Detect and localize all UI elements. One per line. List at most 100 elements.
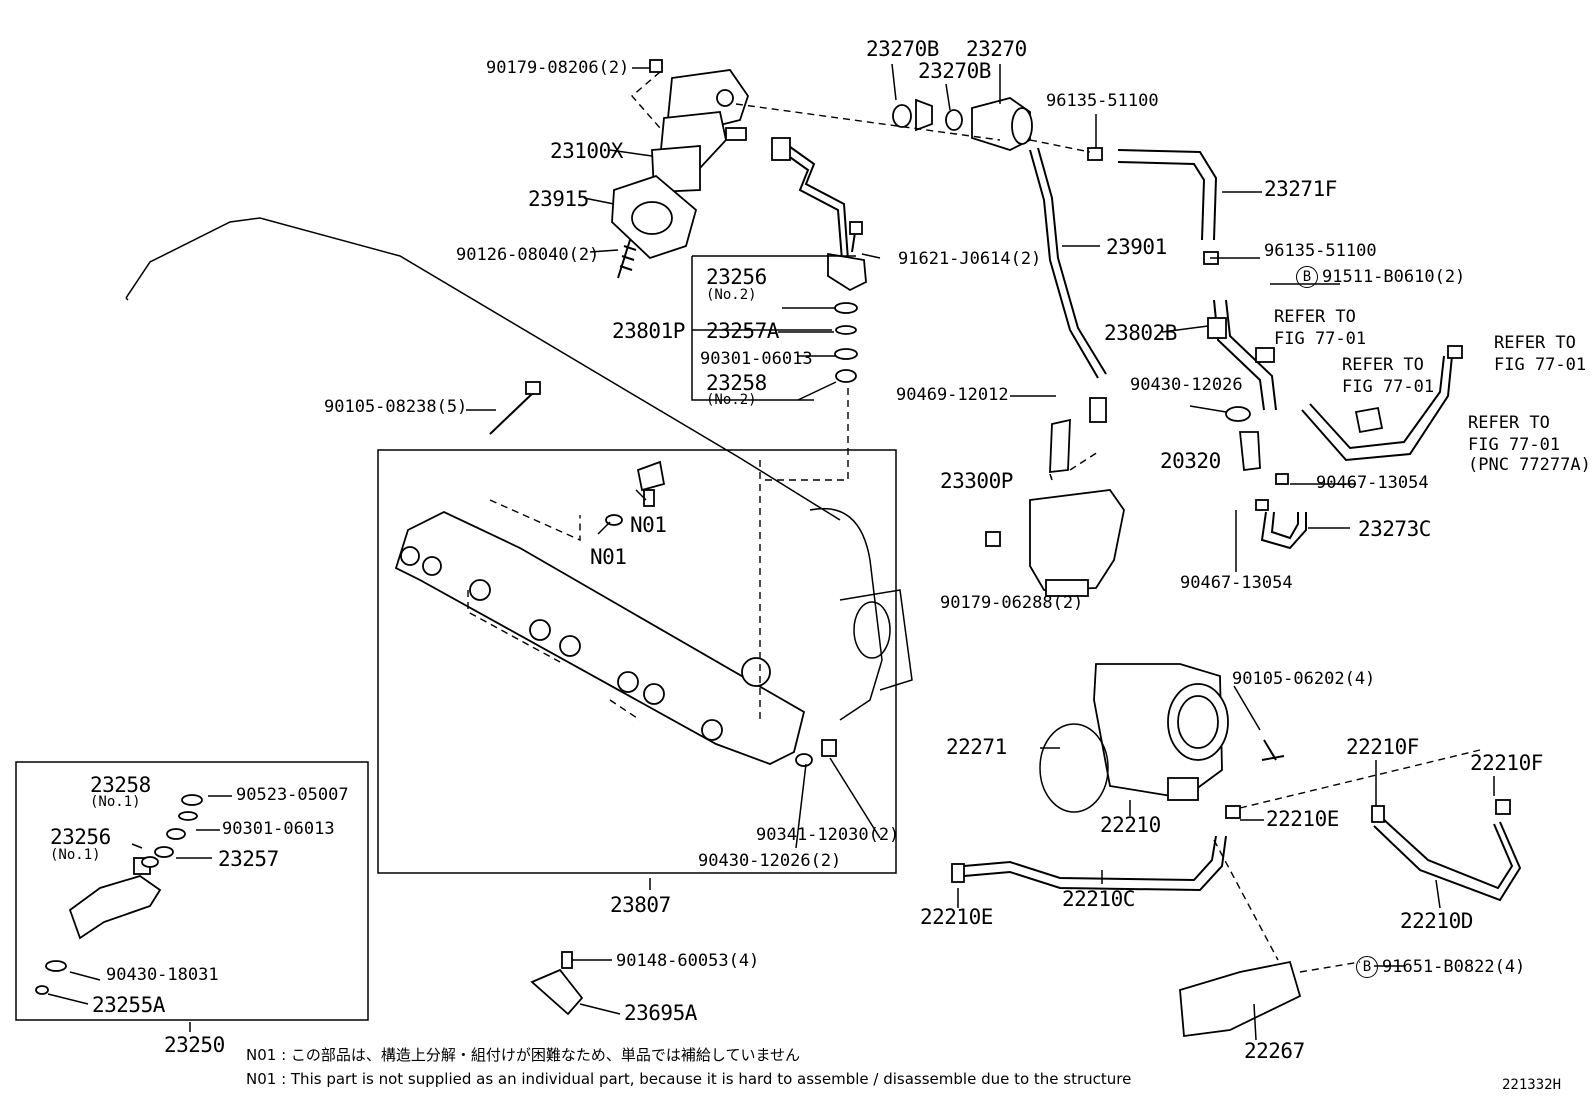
label-23801p: 23801P bbox=[612, 319, 685, 343]
hose-23273c bbox=[1260, 511, 1307, 550]
hose-22210d bbox=[1373, 821, 1522, 902]
label-23270b-a: 23270B bbox=[866, 37, 939, 61]
injector-kit-group-box bbox=[15, 761, 369, 1021]
label-90430-18031: 90430-18031 bbox=[106, 965, 219, 985]
label-22267: 22267 bbox=[1244, 1039, 1305, 1063]
label-90179-06288: 90179-06288(2) bbox=[940, 593, 1084, 613]
canister-23300p bbox=[985, 418, 1125, 597]
refer-4-line1: REFER TO bbox=[1468, 413, 1550, 433]
label-90105-08238: 90105-08238(5) bbox=[324, 397, 468, 417]
gasket-22271 bbox=[1039, 723, 1109, 813]
label-90430-12026: 90430-12026 bbox=[1130, 375, 1243, 395]
label-90523-05007: 90523-05007 bbox=[236, 785, 349, 805]
label-90179-08206: 90179-08206(2) bbox=[486, 58, 630, 78]
label-23256-no2: 23256 bbox=[706, 265, 767, 289]
label-91621-j0614: 91621-J0614(2) bbox=[898, 249, 1042, 269]
vsv-20320 bbox=[1239, 431, 1261, 472]
fuel-rail-group-box bbox=[377, 449, 897, 874]
label-22271: 22271 bbox=[946, 735, 1007, 759]
label-23915: 23915 bbox=[528, 187, 589, 211]
label-23807: 23807 bbox=[610, 893, 671, 917]
label-23270: 23270 bbox=[966, 37, 1027, 61]
fuel-pump-23100x bbox=[651, 69, 749, 193]
label-90467-13054-a: 90467-13054 bbox=[1316, 473, 1429, 493]
refer-2-line2: FIG 77-01 bbox=[1494, 355, 1587, 375]
label-90430-12026-2: 90430-12026(2) bbox=[698, 851, 842, 871]
refer-4-line3: (PNC 77277A) bbox=[1468, 455, 1591, 475]
label-23695a: 23695A bbox=[624, 1001, 697, 1025]
refer-1-line2: FIG 77-01 bbox=[1274, 329, 1367, 349]
pressure-regulator-23270 bbox=[892, 97, 1033, 151]
label-23258-no1: 23258 bbox=[90, 773, 151, 797]
label-90469-12012: 90469-12012 bbox=[896, 385, 1009, 405]
hose-22210c bbox=[963, 835, 1227, 892]
label-96135-51100-a: 96135-51100 bbox=[1046, 91, 1159, 111]
nut-90179-08206 bbox=[649, 59, 663, 73]
label-96135-51100-b: 96135-51100 bbox=[1264, 241, 1377, 261]
label-90301-06013-b: 90301-06013 bbox=[222, 819, 335, 839]
refer-2-line1: REFER TO bbox=[1494, 333, 1576, 353]
label-n01-b: N01 bbox=[590, 545, 627, 569]
label-22210f-b: 22210F bbox=[1470, 751, 1543, 775]
label-23255a: 23255A bbox=[92, 993, 165, 1017]
stud-90126 bbox=[617, 239, 637, 279]
hose-23271f bbox=[1117, 149, 1218, 241]
label-23270b-b: 23270B bbox=[918, 59, 991, 83]
note-n01-japanese: N01 : この部品は、構造上分解・組付けが困難なため、単品では補給していません bbox=[246, 1046, 801, 1064]
bolt-90105-06202 bbox=[1261, 739, 1285, 761]
label-23258-no1-sub: (No.1) bbox=[90, 794, 141, 810]
label-22210e-a: 22210E bbox=[1266, 807, 1339, 831]
label-23300p: 23300P bbox=[940, 469, 1013, 493]
note-n01-english: N01 : This part is not supplied as an in… bbox=[246, 1070, 1132, 1088]
refer-1-line1: REFER TO bbox=[1274, 307, 1356, 327]
label-22210c: 22210C bbox=[1062, 887, 1135, 911]
bolt-90105-08238 bbox=[489, 391, 535, 435]
injector-23250 bbox=[35, 857, 162, 995]
label-90341-12030: 90341-12030(2) bbox=[756, 825, 900, 845]
fuel-rail-23807 bbox=[394, 510, 806, 765]
hose-23901 bbox=[1029, 149, 1099, 379]
label-23256-no2-sub: (No.2) bbox=[706, 287, 757, 303]
label-22210d: 22210D bbox=[1400, 909, 1473, 933]
bracket-22267 bbox=[1179, 960, 1302, 1038]
label-23258-no2-sub: (No.2) bbox=[706, 392, 757, 408]
figure-id: 221332H bbox=[1502, 1077, 1562, 1093]
label-20320: 20320 bbox=[1160, 449, 1221, 473]
throttle-body-22210 bbox=[1093, 663, 1229, 801]
fuel-pipe-23801p bbox=[779, 149, 843, 261]
bolt-91621 bbox=[849, 221, 863, 235]
b-marker-icon: B bbox=[1356, 956, 1378, 978]
label-23256-no1-sub: (No.1) bbox=[50, 847, 101, 863]
label-23271f: 23271F bbox=[1264, 177, 1337, 201]
label-90148-60053: 90148-60053(4) bbox=[616, 951, 760, 971]
refer-3-line1: REFER TO bbox=[1342, 355, 1424, 375]
label-90301-06013: 90301-06013 bbox=[700, 349, 813, 369]
label-22210: 22210 bbox=[1100, 813, 1161, 837]
hose-refer bbox=[1301, 355, 1453, 462]
label-90467-13054-b: 90467-13054 bbox=[1180, 573, 1293, 593]
label-23250: 23250 bbox=[164, 1033, 225, 1057]
label-23257: 23257 bbox=[218, 847, 279, 871]
label-23901: 23901 bbox=[1106, 235, 1167, 259]
label-23258-no2: 23258 bbox=[706, 371, 767, 395]
sensor-n01 bbox=[636, 460, 666, 492]
label-23273c: 23273C bbox=[1358, 517, 1431, 541]
bracket-23695a bbox=[530, 968, 584, 1016]
label-23256-no1: 23256 bbox=[50, 825, 111, 849]
label-22210e-b: 22210E bbox=[920, 905, 993, 929]
refer-3-line2: FIG 77-01 bbox=[1342, 377, 1435, 397]
label-23100x: 23100X bbox=[550, 139, 623, 163]
gasket-23915 bbox=[611, 174, 698, 260]
label-23257a: 23257A bbox=[706, 319, 779, 343]
label-90105-06202: 90105-06202(4) bbox=[1232, 669, 1376, 689]
refer-4-line2: FIG 77-01 bbox=[1468, 435, 1561, 455]
label-23802b: 23802B bbox=[1104, 321, 1177, 345]
b-marker-icon: B bbox=[1296, 266, 1318, 288]
label-90126-08040: 90126-08040(2) bbox=[456, 245, 600, 265]
label-n01-a: N01 bbox=[630, 513, 667, 537]
label-22210f-a: 22210F bbox=[1346, 735, 1419, 759]
